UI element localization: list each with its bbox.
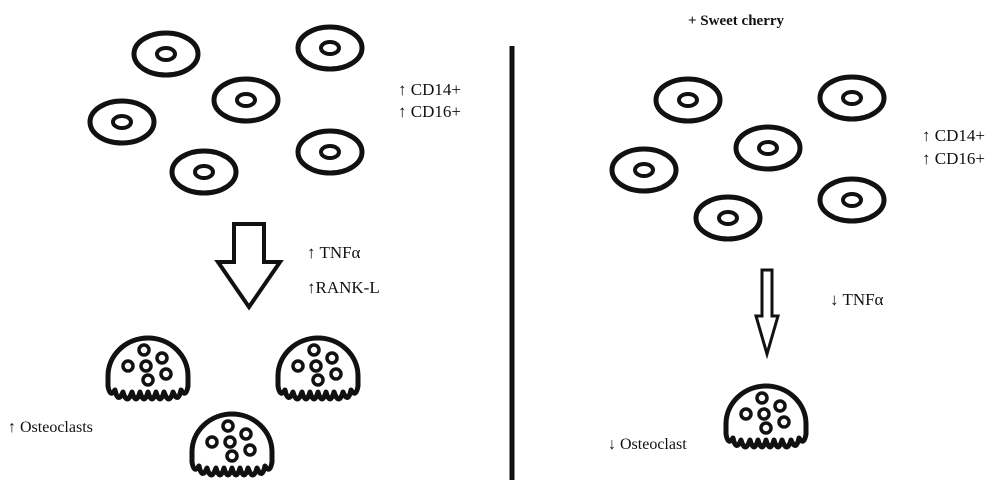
right-marker-cd16: ↑ CD16+: [922, 149, 985, 168]
left-osteoclast-group: [108, 338, 358, 475]
osteoclast-icon: [108, 338, 188, 399]
left-cytokine-tnf: ↑ TNFα: [307, 243, 361, 262]
monocyte-cell-icon: [656, 79, 720, 121]
osteoclast-icon: [278, 338, 358, 399]
monocyte-cell-icon: [172, 151, 236, 193]
right-cytokine-tnf: ↓ TNFα: [830, 290, 884, 309]
monocyte-cell-icon: [820, 77, 884, 119]
left-marker-cd14: ↑ CD14+: [398, 80, 461, 99]
monocyte-cell-icon: [612, 149, 676, 191]
monocyte-cell-icon: [214, 79, 278, 121]
left-marker-cd16: ↑ CD16+: [398, 102, 461, 121]
right-result-osteoclast: ↓ Osteoclast: [608, 436, 687, 453]
down-arrow-icon: [214, 222, 284, 311]
osteoclast-icon: [726, 386, 806, 447]
monocyte-cell-icon: [298, 27, 362, 69]
left-result-osteoclasts: ↑ Osteoclasts: [8, 419, 93, 436]
monocyte-cell-icon: [820, 179, 884, 221]
monocyte-cell-icon: [696, 197, 760, 239]
left-cytokine-rankl: ↑RANK-L: [307, 278, 380, 297]
monocyte-cell-icon: [736, 127, 800, 169]
right-marker-cd14: ↑ CD14+: [922, 126, 985, 145]
right-monocyte-cluster: [612, 77, 884, 239]
monocyte-cell-icon: [298, 131, 362, 173]
down-arrow-icon: [754, 268, 780, 360]
left-monocyte-cluster: [90, 27, 362, 193]
monocyte-cell-icon: [134, 33, 198, 75]
treatment-label: + Sweet cherry: [688, 13, 785, 29]
osteoclast-icon: [192, 414, 272, 475]
monocyte-cell-icon: [90, 101, 154, 143]
